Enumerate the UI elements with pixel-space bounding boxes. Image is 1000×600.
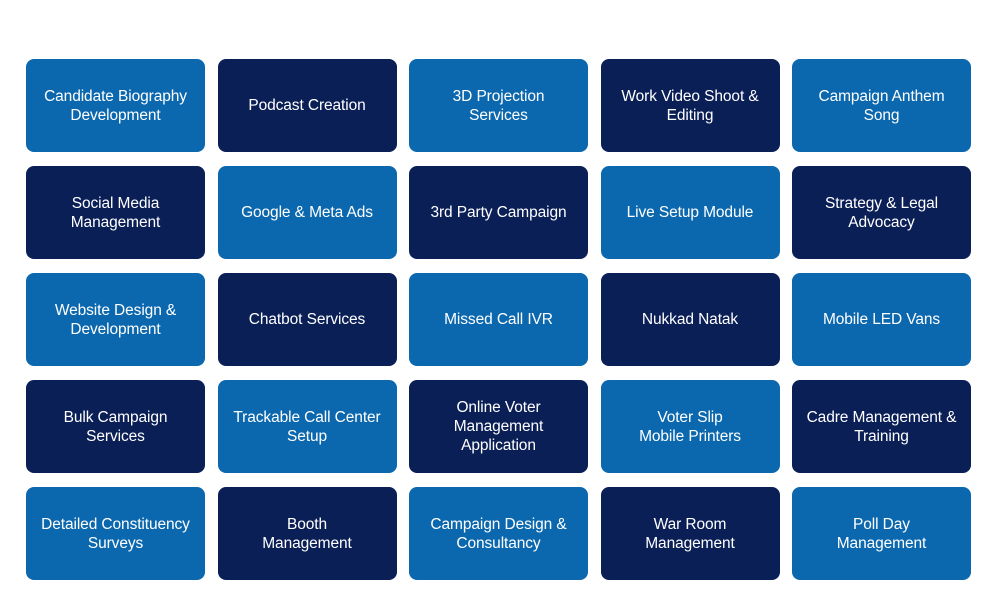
tile-3d-projection-services[interactable]: 3D Projection Services bbox=[409, 59, 588, 152]
tile-detailed-constituency-surveys[interactable]: Detailed Constituency Surveys bbox=[26, 487, 205, 580]
tile-label: Online Voter Management Application bbox=[453, 399, 544, 454]
tile-live-setup-module[interactable]: Live Setup Module bbox=[600, 166, 780, 259]
tile-candidate-biography-development[interactable]: Candidate Biography Development bbox=[26, 59, 205, 152]
tile-poll-day-management[interactable]: Poll Day Management bbox=[792, 487, 971, 580]
tile-label: Strategy & Legal Advocacy bbox=[824, 194, 938, 231]
tile-online-voter-management-application[interactable]: Online Voter Management Application bbox=[409, 380, 588, 473]
tile-war-room-management[interactable]: War Room Management bbox=[600, 487, 780, 580]
tile-label: Website Design & Development bbox=[54, 301, 177, 338]
tile-strategy-legal-advocacy[interactable]: Strategy & Legal Advocacy bbox=[792, 166, 971, 259]
tile-label: Campaign Design & Consultancy bbox=[430, 515, 567, 552]
tile-label: Nukkad Natak bbox=[641, 311, 739, 328]
tile-trackable-call-center-setup[interactable]: Trackable Call Center Setup bbox=[217, 380, 397, 473]
tile-campaign-design-consultancy[interactable]: Campaign Design & Consultancy bbox=[409, 487, 588, 580]
tile-voter-slip-mobile-printers[interactable]: Voter Slip Mobile Printers bbox=[600, 380, 780, 473]
tile-nukkad-natak[interactable]: Nukkad Natak bbox=[600, 273, 780, 366]
tile-label: Mobile LED Vans bbox=[822, 311, 941, 328]
tile-label: Missed Call IVR bbox=[444, 311, 553, 328]
tile-3rd-party-campaign[interactable]: 3rd Party Campaign bbox=[409, 166, 588, 259]
tile-label: Bulk Campaign Services bbox=[63, 408, 168, 445]
tile-label: Booth Management bbox=[262, 515, 352, 552]
tile-label: Work Video Shoot & Editing bbox=[621, 87, 759, 124]
tile-label: 3D Projection Services bbox=[452, 87, 545, 124]
tile-booth-management[interactable]: Booth Management bbox=[217, 487, 397, 580]
tile-label: War Room Management bbox=[645, 515, 735, 552]
tile-cadre-management-training[interactable]: Cadre Management & Training bbox=[792, 380, 971, 473]
tile-work-video-shoot-editing[interactable]: Work Video Shoot & Editing bbox=[600, 59, 780, 152]
tile-chatbot-services[interactable]: Chatbot Services bbox=[217, 273, 397, 366]
tile-social-media-management[interactable]: Social Media Management bbox=[26, 166, 205, 259]
tile-label: Voter Slip Mobile Printers bbox=[639, 408, 741, 445]
tile-mobile-led-vans[interactable]: Mobile LED Vans bbox=[792, 273, 971, 366]
tile-label: Poll Day Management bbox=[836, 515, 927, 552]
services-grid: Candidate Biography Development Podcast … bbox=[26, 59, 971, 580]
tile-label: Chatbot Services bbox=[248, 311, 366, 328]
tile-missed-call-ivr[interactable]: Missed Call IVR bbox=[409, 273, 588, 366]
tile-google-meta-ads[interactable]: Google & Meta Ads bbox=[217, 166, 397, 259]
tile-label: Detailed Constituency Surveys bbox=[41, 515, 190, 552]
tile-label: Podcast Creation bbox=[248, 97, 366, 114]
tile-label: Google & Meta Ads bbox=[241, 204, 373, 221]
tile-campaign-anthem-song[interactable]: Campaign Anthem Song bbox=[792, 59, 971, 152]
tile-label: Trackable Call Center Setup bbox=[233, 408, 381, 445]
tile-label: Live Setup Module bbox=[626, 204, 754, 221]
tile-bulk-campaign-services[interactable]: Bulk Campaign Services bbox=[26, 380, 205, 473]
tile-podcast-creation[interactable]: Podcast Creation bbox=[217, 59, 397, 152]
tile-label: 3rd Party Campaign bbox=[430, 204, 567, 221]
tile-label: Social Media Management bbox=[70, 194, 161, 231]
tile-label: Campaign Anthem Song bbox=[818, 87, 945, 124]
tile-label: Candidate Biography Development bbox=[44, 87, 187, 124]
tile-label: Cadre Management & Training bbox=[806, 408, 957, 445]
tile-website-design-development[interactable]: Website Design & Development bbox=[26, 273, 205, 366]
